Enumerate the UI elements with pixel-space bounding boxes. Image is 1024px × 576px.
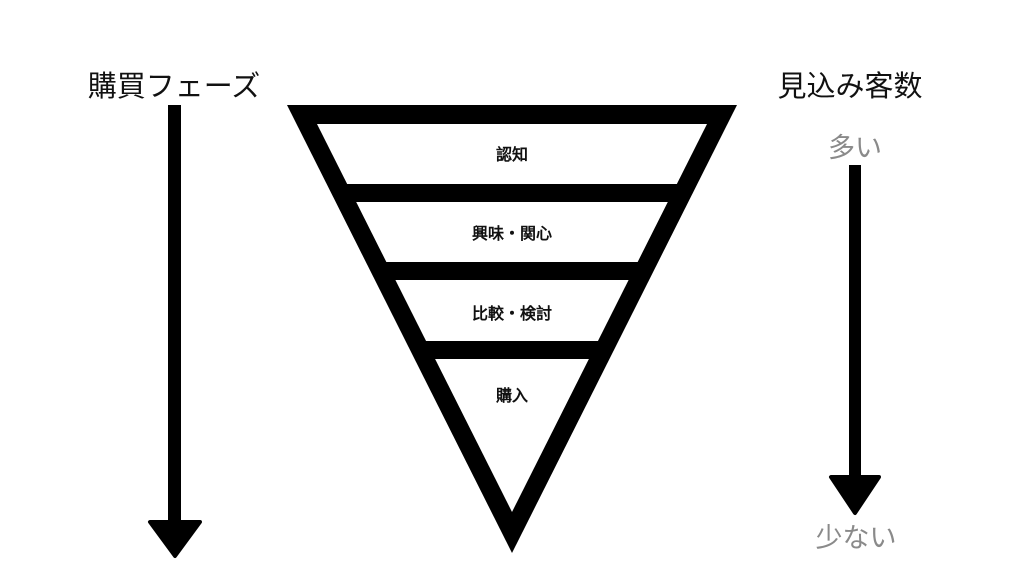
purchase-phase-arrow [148, 105, 202, 558]
arrow-down-icon [829, 475, 881, 515]
funnel-stage-comparison: 比較・検討 [472, 304, 552, 323]
funnel-stage-awareness: 認知 [496, 145, 528, 164]
many-label: 多い [828, 133, 882, 164]
purchase-phase-arrow-shaft [168, 105, 181, 525]
prospect-count-label: 見込み客数 [777, 69, 922, 103]
funnel-band-1 [317, 124, 707, 184]
purchase-phase-label: 購買フェーズ [88, 69, 261, 103]
funnel-band-2 [356, 202, 668, 262]
funnel: 認知 興味・関心 比較・検討 購入 [287, 105, 737, 553]
funnel-stage-interest: 興味・関心 [472, 224, 552, 243]
funnel-band-3 [395, 280, 629, 341]
prospect-count-arrow-shaft [849, 165, 861, 480]
funnel-stage-purchase: 購入 [495, 386, 528, 405]
arrow-down-icon [148, 520, 202, 558]
few-label: 少ない [816, 523, 897, 554]
prospect-count-arrow [829, 165, 881, 515]
funnel-band-4 [435, 359, 589, 512]
